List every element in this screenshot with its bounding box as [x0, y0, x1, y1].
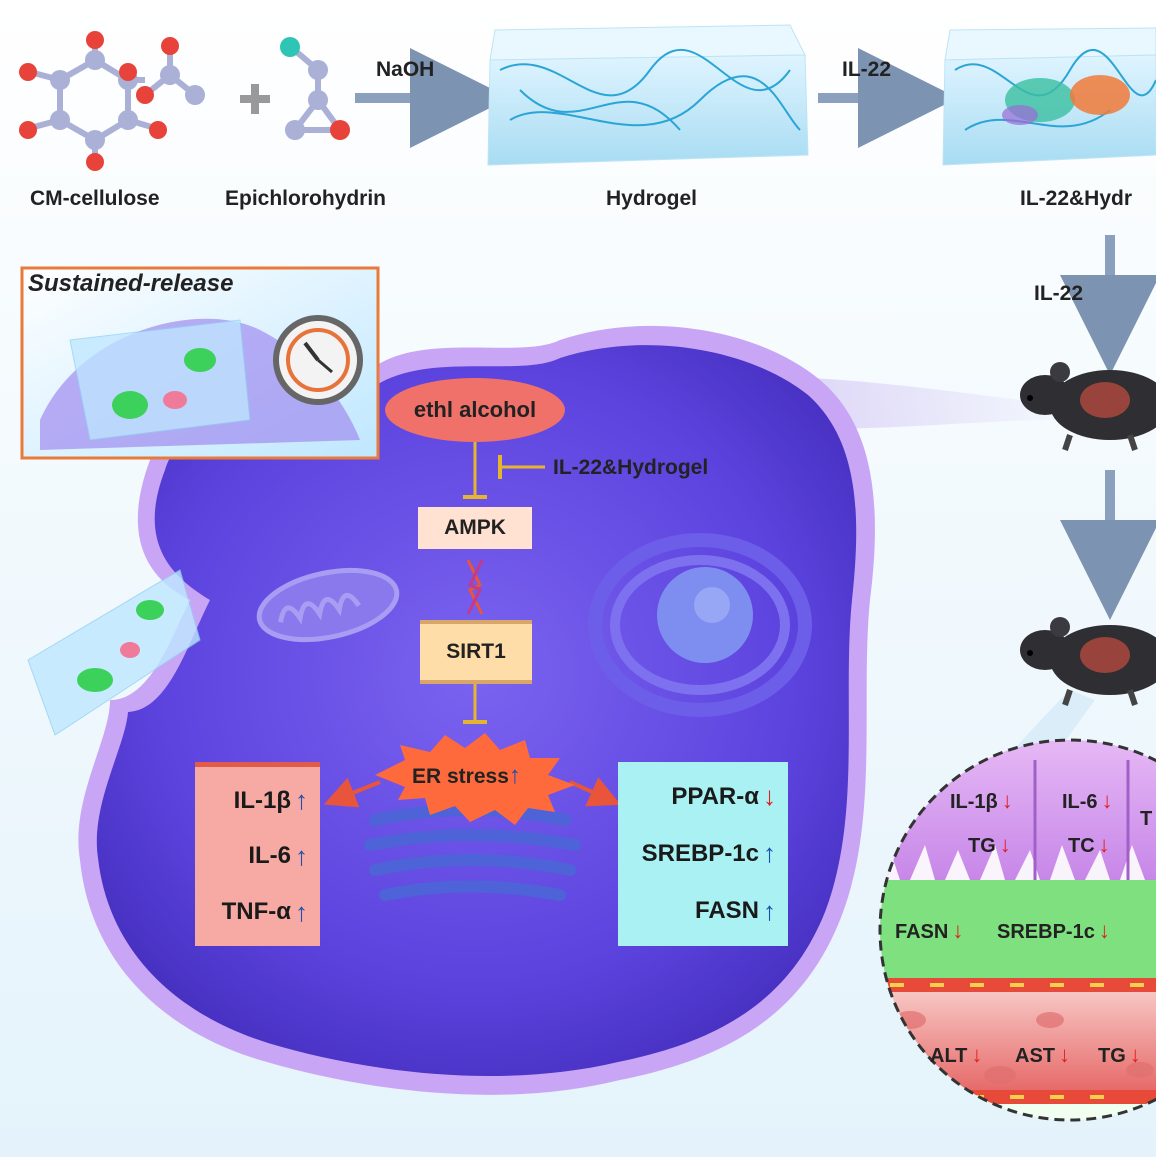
down-arrow-icon: ↓ — [971, 1042, 983, 1067]
inflammation-item: TNF-α↑ — [195, 897, 320, 928]
inflammation-item: IL-1β↑ — [195, 785, 320, 816]
sustained-release-title: Sustained-release — [28, 270, 234, 297]
zoom-circle-border — [878, 738, 1156, 1122]
nucleus — [588, 533, 812, 717]
naoh-label: NaOH — [376, 58, 435, 81]
lipid-box: PPAR-α↓SREBP-1c↑FASN↑ — [618, 762, 788, 946]
zoom-villi-row1-item: T — [1140, 808, 1153, 830]
up-arrow-icon: ↑ — [763, 838, 776, 869]
il22-label: IL-22 — [842, 58, 892, 81]
mouse-icon — [1020, 362, 1156, 451]
down-arrow-icon: ↓ — [1098, 832, 1110, 857]
mouse-icon — [1020, 617, 1156, 706]
inflammation-box: IL-1β↑IL-6↑TNF-α↑ — [195, 762, 320, 946]
down-arrow-icon: ↓ — [1059, 1042, 1070, 1067]
down-arrow-icon: ↓ — [763, 781, 776, 812]
ethanol-ellipse — [385, 378, 565, 442]
zoom-villi-row1-item: IL-1β↓ — [950, 788, 1013, 813]
inflammation-item: IL-6↑ — [195, 841, 320, 872]
zoom-blood-row-item: AST↓ — [1015, 1042, 1070, 1067]
up-arrow-icon: ↑ — [295, 840, 308, 871]
er-stress-burst — [375, 733, 575, 825]
ethanol-label: ethl alcohol — [413, 397, 537, 422]
zoom-villi-row2-item: TC↓ — [1068, 832, 1110, 857]
zoom-tissue-row-item: FASN↓ — [895, 918, 964, 943]
sirt1-box: SIRT1 — [420, 620, 532, 684]
zoom-villi-row1-item: IL-6↓ — [1062, 788, 1113, 813]
pathway-connectors — [323, 440, 621, 808]
il22-flow-label: IL-22 — [1034, 282, 1084, 305]
lipid-item: FASN↑ — [618, 896, 788, 927]
lipid-item: SREBP-1c↑ — [618, 838, 788, 869]
inflammation-item-label: TNF-α — [221, 898, 291, 926]
down-arrow-icon: ↓ — [1129, 1042, 1141, 1067]
cm-cellulose-label: CM-cellulose — [30, 187, 160, 210]
down-arrow-icon: ↓ — [1001, 788, 1013, 813]
up-arrow-icon: ↑ — [295, 785, 308, 816]
lipid-item: PPAR-α↓ — [618, 781, 788, 812]
sustained-release-inset — [20, 266, 380, 460]
hydrogel-label: Hydrogel — [606, 187, 698, 210]
epichlorohydrin-label: Epichlorohydrin — [225, 187, 387, 210]
epichlorohydrin-molecule — [280, 37, 350, 140]
inflammation-item-label: IL-1β — [233, 786, 291, 814]
il22-hydrogel-block — [942, 27, 1156, 166]
zoom-blood-row-item: ALT↓ — [930, 1042, 983, 1067]
zoom-blood-row-item: TG↓ — [1098, 1042, 1141, 1067]
er-stress-label: ER stress↑ — [412, 762, 521, 789]
plus-sign — [240, 84, 270, 114]
lipid-item-label: SREBP-1c — [641, 839, 759, 867]
zoom-tissue-row-item: SREBP-1c↓ — [997, 918, 1110, 943]
il22-hydrogel-inhibitor: IL-22&Hydrogel — [553, 456, 709, 479]
hydrogel-block — [487, 24, 809, 166]
down-arrow-icon: ↓ — [1101, 788, 1113, 813]
il22-hydrogel-label: IL-22&Hydr — [1020, 187, 1133, 210]
up-arrow-icon: ↑ — [763, 895, 776, 926]
down-arrow-icon: ↓ — [952, 918, 964, 943]
zoom-villi-row2-item: TG↓ — [968, 832, 1011, 857]
ampk-box: AMPK — [418, 507, 532, 549]
cm-cellulose-molecule — [19, 31, 205, 171]
inflammation-item-label: IL-6 — [248, 842, 291, 870]
mitochondrion — [256, 567, 400, 643]
hydrogel-fragment — [27, 569, 201, 736]
up-arrow-icon: ↑ — [295, 896, 308, 927]
lipid-item-label: PPAR-α — [671, 782, 759, 810]
down-arrow-icon: ↓ — [1098, 918, 1110, 943]
down-arrow-icon: ↓ — [999, 832, 1011, 857]
lipid-item-label: FASN — [694, 897, 759, 925]
